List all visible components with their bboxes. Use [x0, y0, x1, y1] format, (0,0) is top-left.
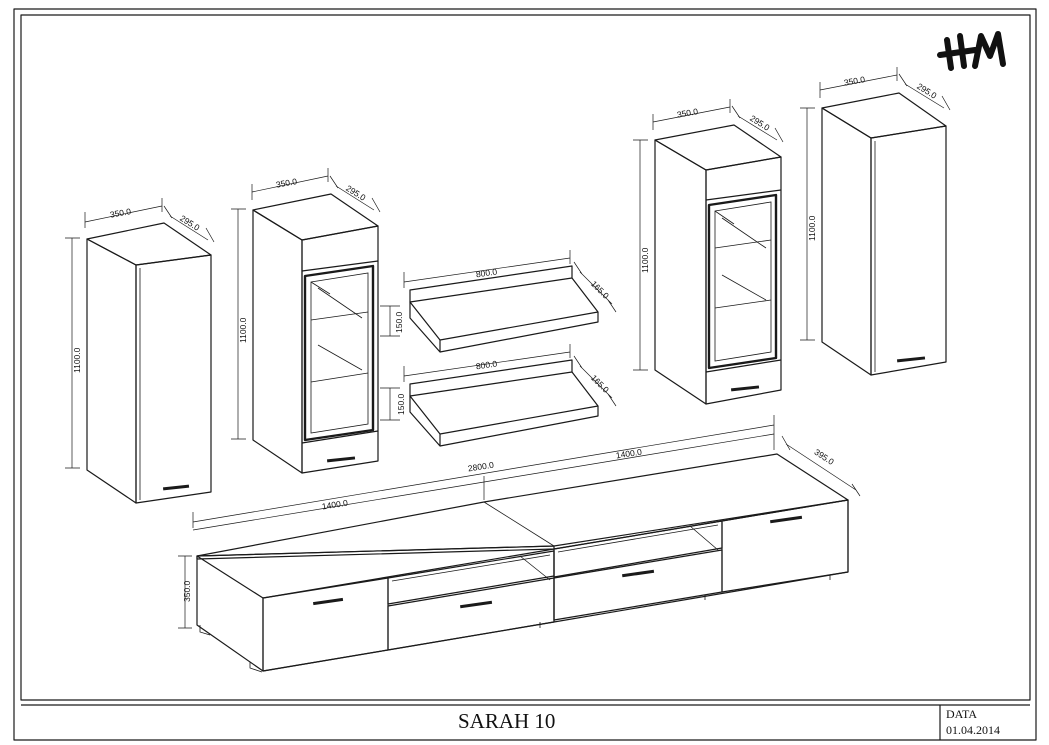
- shelf1-height-label: 150.0: [394, 311, 404, 333]
- shelf-1-dimensions: 800.0 165.0 150.0: [380, 250, 617, 337]
- cab2-height-label: 1100.0: [238, 317, 248, 343]
- cabinet-4: [821, 92, 947, 376]
- outer-frame: [13, 8, 1037, 741]
- shelf2-width-label: 800.0: [475, 358, 498, 371]
- cabinet-3: [654, 124, 782, 405]
- cab3-width-label: 350.0: [676, 106, 699, 120]
- cab2-width-label: 350.0: [275, 176, 298, 190]
- tv-total-label: 2800.0: [467, 460, 495, 474]
- tv-left-label: 1400.0: [321, 498, 349, 512]
- shelf2-depth-label: 165.0: [589, 373, 611, 395]
- cabinet-1: [86, 222, 212, 504]
- cab1-depth-label: 295.0: [178, 213, 202, 233]
- shelf-2-dimensions: 800.0 165.0 150.0: [380, 344, 617, 421]
- cab1-width-label: 350.0: [109, 206, 132, 220]
- tv-unit-dimensions: 2800.0 1400.0 1400.0 395.0 350.0: [178, 415, 861, 629]
- shelf-1: [409, 265, 599, 353]
- shelf2-height-label: 150.0: [396, 393, 406, 415]
- cab2-depth-label: 295.0: [344, 183, 368, 203]
- shelf1-depth-label: 165.0: [589, 279, 611, 301]
- cabinet-2-dimensions: 350.0 295.0 1100.0: [231, 168, 381, 440]
- tv-height-label: 350.0: [182, 580, 192, 602]
- shelf-2: [409, 359, 599, 447]
- cab1-height-label: 1100.0: [72, 347, 82, 373]
- hm-logo-icon: HM: [937, 31, 1006, 71]
- cabinet-2: [252, 193, 379, 474]
- inner-frame: [20, 14, 1031, 701]
- shelf1-width-label: 800.0: [475, 266, 498, 279]
- tv-unit: [196, 453, 849, 673]
- tv-right-label: 1400.0: [615, 447, 643, 461]
- cab4-width-label: 350.0: [843, 74, 866, 88]
- date-label: DATA: [946, 707, 977, 721]
- drawing-title: SARAH 10: [458, 709, 555, 733]
- cab4-height-label: 1100.0: [807, 215, 817, 241]
- cab3-height-label: 1100.0: [640, 247, 650, 273]
- date-value: 01.04.2014: [946, 723, 1000, 737]
